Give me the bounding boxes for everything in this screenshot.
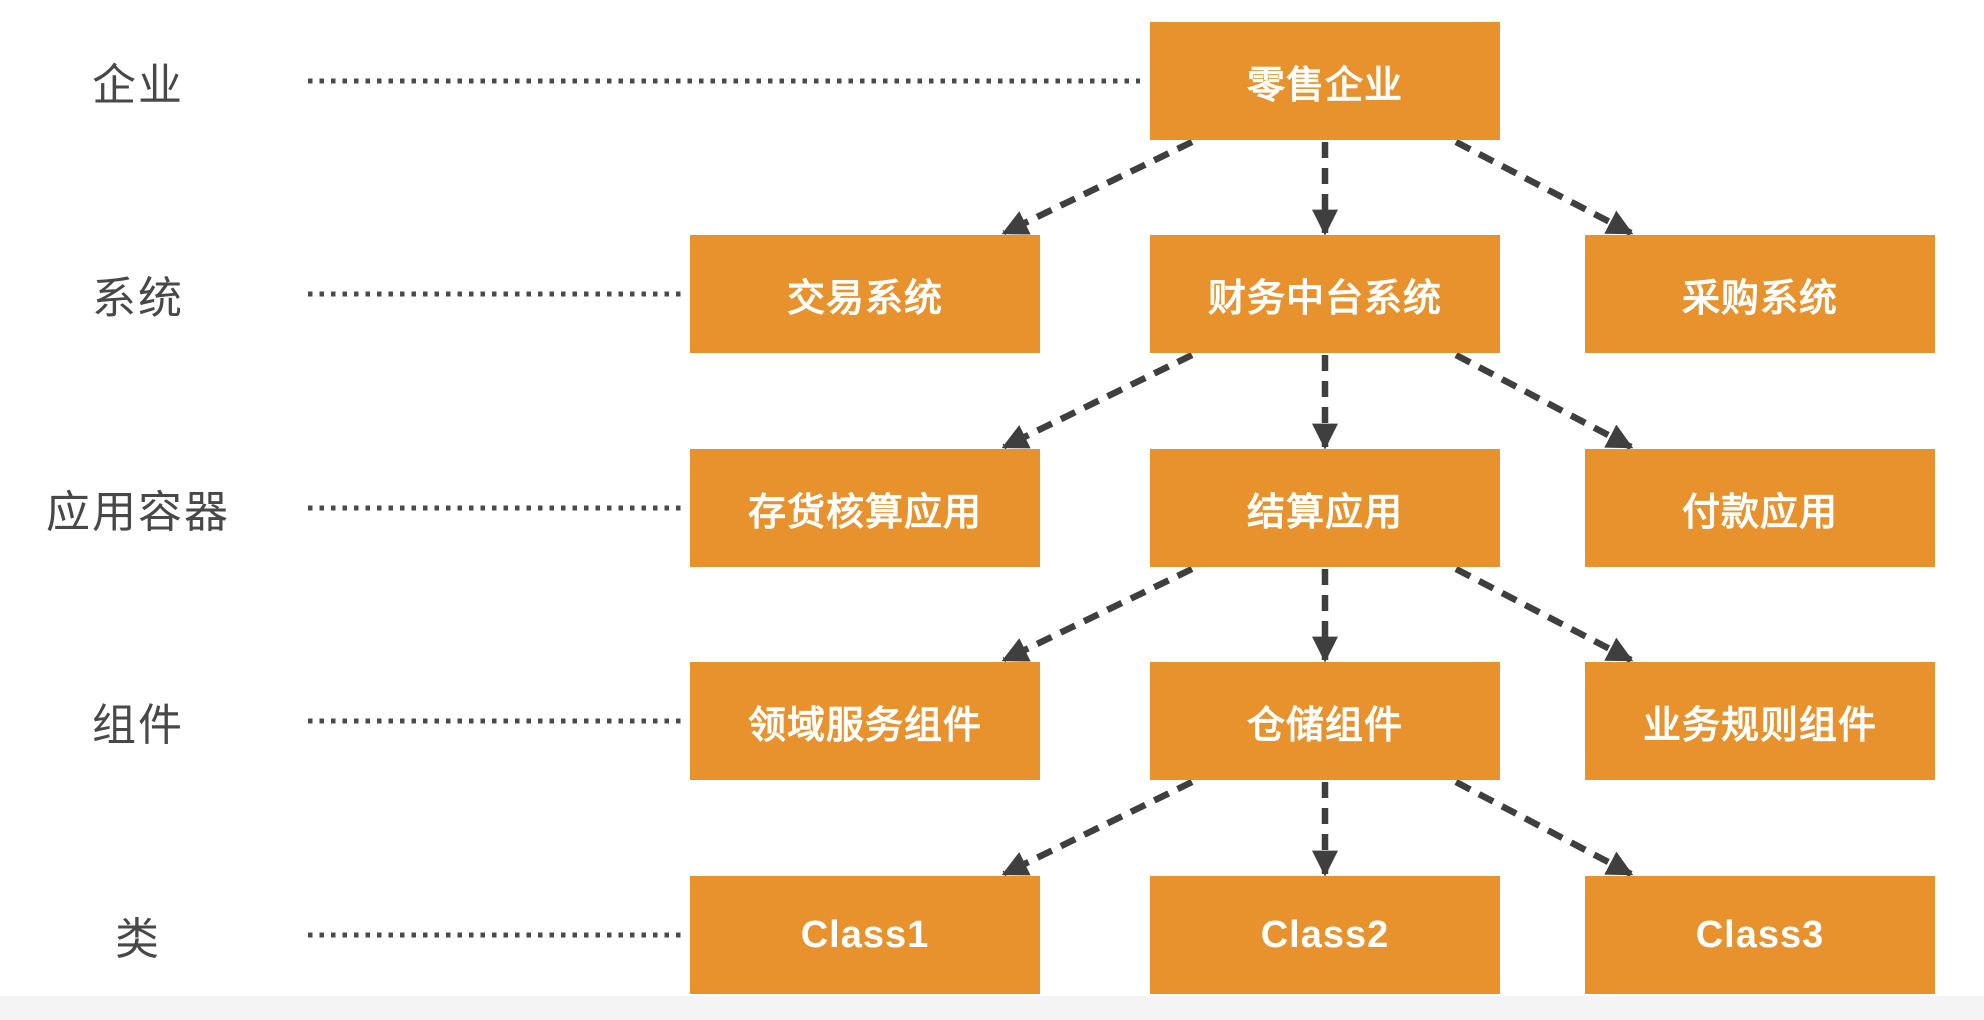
- node-procurement-system: 采购系统: [1585, 235, 1935, 353]
- bottom-edge-strip: [0, 996, 1984, 1020]
- layer-label-class: 类: [115, 915, 161, 964]
- layer-label-application-container: 应用容器: [46, 488, 230, 537]
- node-payment-app: 付款应用: [1585, 449, 1935, 567]
- node-inventory-accounting-app: 存货核算应用: [690, 449, 1040, 567]
- node-class3: Class3: [1585, 876, 1935, 994]
- layer-label-component: 组件: [92, 701, 184, 750]
- node-business-rule-component: 业务规则组件: [1585, 662, 1935, 780]
- node-repository-component: 仓储组件: [1150, 662, 1500, 780]
- node-settlement-app: 结算应用: [1150, 449, 1500, 567]
- node-finance-middle-platform-system: 财务中台系统: [1150, 235, 1500, 353]
- node-class1: Class1: [690, 876, 1040, 994]
- layer-label-enterprise: 企业: [92, 61, 184, 110]
- layer-label-system: 系统: [92, 274, 184, 323]
- node-domain-service-component: 领域服务组件: [690, 662, 1040, 780]
- node-transaction-system: 交易系统: [690, 235, 1040, 353]
- node-class2: Class2: [1150, 876, 1500, 994]
- node-retail-enterprise: 零售企业: [1150, 22, 1500, 140]
